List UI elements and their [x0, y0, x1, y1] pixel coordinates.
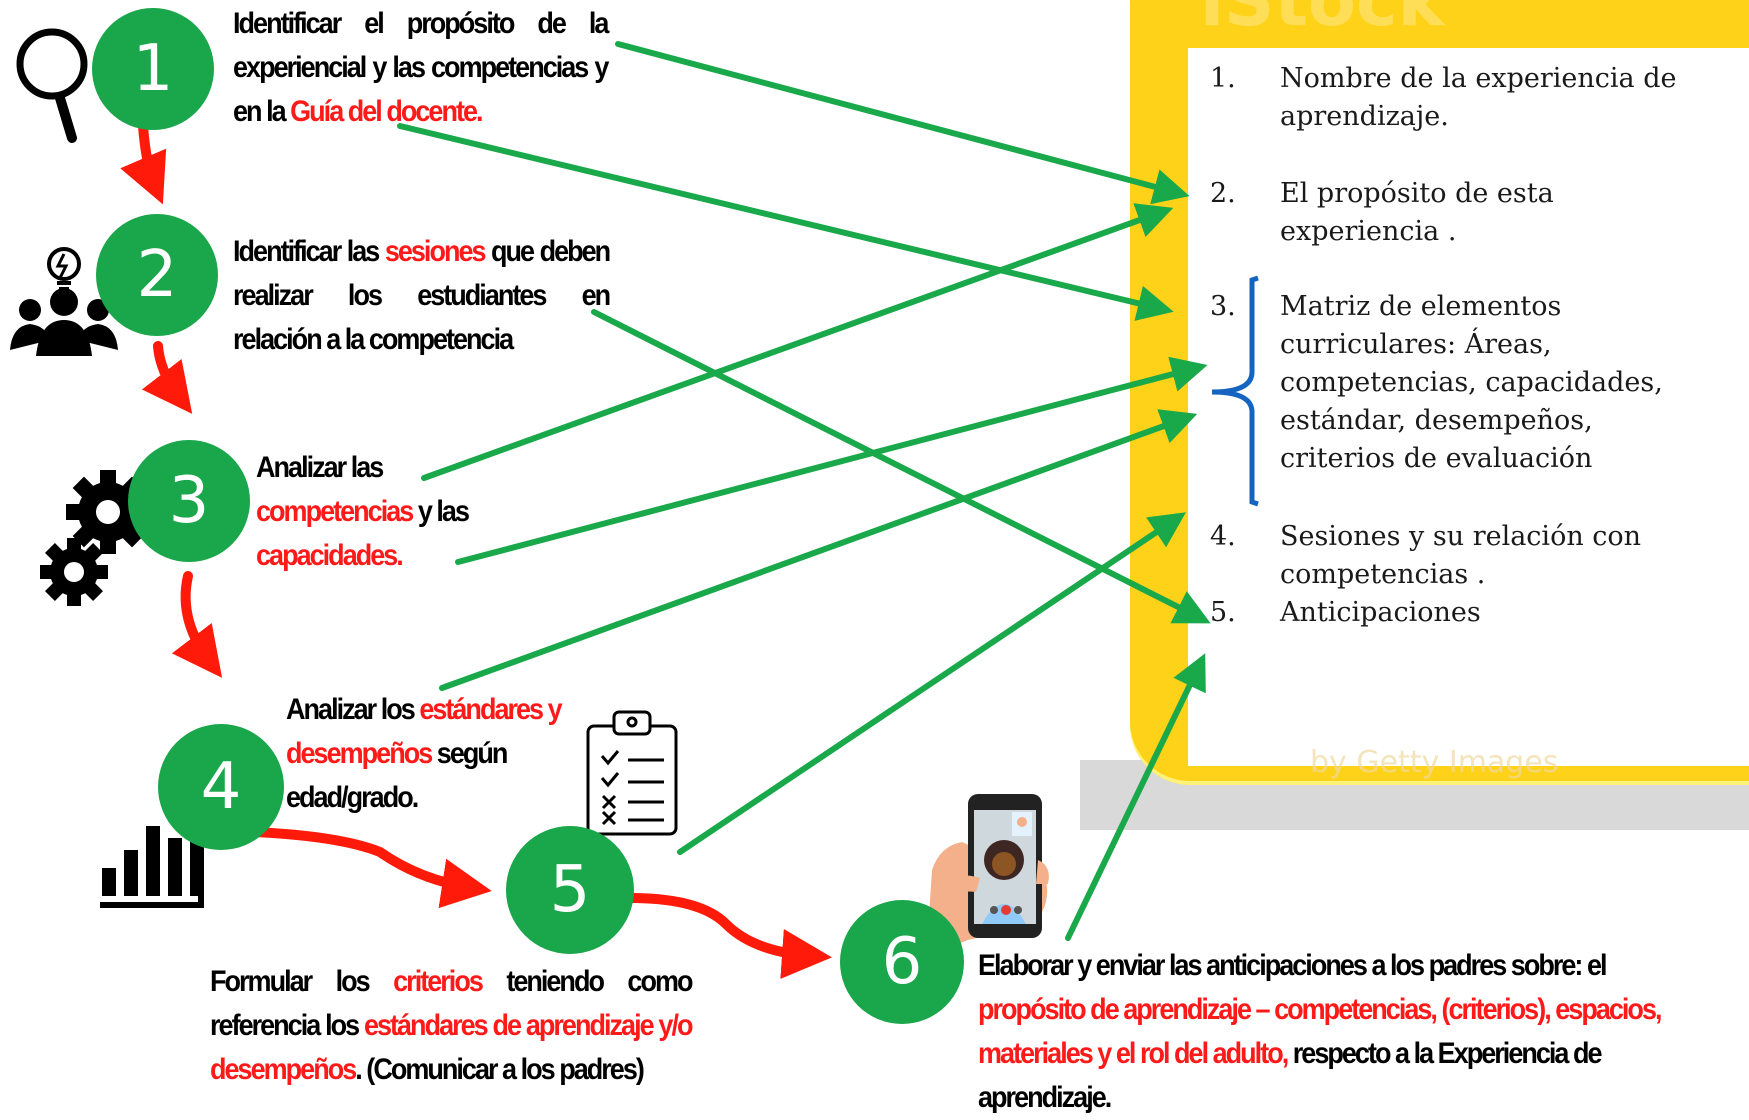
step-text-part: Elaborar y enviar las anticipaciones a l… — [978, 949, 1607, 982]
board-list: 1. Nombre de la experiencia de aprendiza… — [1210, 60, 1740, 660]
curly-bracket — [1211, 275, 1259, 507]
step-4-circle: 4 — [158, 724, 284, 850]
arrow-step3-to-step4 — [171, 571, 223, 678]
arrow-step2-to-step3 — [141, 341, 193, 414]
step-number: 5 — [549, 853, 591, 927]
board-item-text: Matriz de elementos curriculares: Áreas,… — [1280, 291, 1663, 474]
step-text-highlight: estándares y desempeños — [286, 693, 563, 770]
arrow-step5-to-item4 — [677, 512, 1186, 855]
step-text-part: Analizar las — [256, 451, 384, 484]
step-text-part: Identificar las — [233, 235, 385, 268]
gears-icon — [40, 470, 150, 606]
step-1-circle: 1 — [92, 8, 214, 130]
step-text-highlight: capacidades. — [256, 539, 404, 572]
arrow-step3-to-matrix — [455, 356, 1208, 565]
step-number: 6 — [881, 925, 923, 999]
step-text-highlight: Guía del docente. — [290, 95, 483, 128]
step-text-part: . (Comunicar a los padres) — [355, 1053, 645, 1086]
board-item-text: El propósito de esta experiencia . — [1280, 178, 1554, 247]
step-text-part: y las — [412, 495, 470, 528]
step-number: 1 — [132, 32, 174, 106]
arrow-step5-to-step6 — [625, 893, 832, 979]
arrow-step6-to-item5 — [1065, 653, 1206, 941]
arrow-step2-to-item5 — [591, 309, 1211, 624]
step-2-circle: 2 — [96, 214, 218, 336]
step-text-part: teniendo como referencia los — [210, 965, 693, 1042]
step-text-highlight: sesiones — [384, 235, 487, 268]
watermark: iStock — [1200, 0, 1749, 80]
arrow-step1-to-item2 — [615, 41, 1190, 205]
arrow-step1-to-step2 — [120, 121, 167, 205]
step-3-text: Analizar las competencias y las capacida… — [256, 446, 499, 578]
step-text-part: que deben realizar los estudiantes en re… — [233, 235, 611, 356]
arrow-step4-to-matrix — [439, 409, 1198, 691]
step-text-highlight: propósito de aprendizaje – competencias,… — [978, 993, 1662, 1070]
step-text-part: Identificar el propósito de la experienc… — [233, 7, 609, 128]
step-text-highlight: competencias — [256, 495, 414, 528]
step-number: 3 — [168, 464, 210, 538]
watermark-byline: by Getty Images — [1310, 745, 1559, 780]
board-item-text: Anticipaciones — [1280, 597, 1481, 628]
step-1-text: Identificar el propósito de la experienc… — [233, 2, 609, 134]
magnifier-icon — [16, 28, 88, 143]
board-item-number: 3. — [1210, 291, 1236, 322]
board-item-text: Sesiones y su relación con competencias … — [1280, 521, 1642, 590]
board-item-number: 4. — [1210, 521, 1236, 552]
people-idea-icon — [10, 247, 118, 356]
step-3-circle: 3 — [128, 440, 250, 562]
step-text-part: según edad/grado. — [286, 737, 508, 814]
board-item-number: 2. — [1210, 178, 1236, 209]
step-text-highlight: criterios — [393, 965, 484, 998]
arrow-step1-to-item3 — [397, 123, 1174, 321]
board-item-number: 5. — [1210, 597, 1236, 628]
board-item-text: Nombre de la experiencia de aprendizaje. — [1280, 63, 1677, 132]
step-5-circle: 5 — [506, 826, 634, 954]
arrow-step4-to-step5 — [249, 827, 492, 909]
step-number: 4 — [200, 750, 242, 824]
step-text-part: Analizar los — [286, 693, 420, 726]
step-6-circle: 6 — [840, 900, 964, 1024]
step-5-text: Formular los criterios teniendo como ref… — [210, 960, 693, 1092]
step-6-text: Elaborar y enviar las anticipaciones a l… — [978, 944, 1694, 1120]
step-number: 2 — [136, 238, 178, 312]
watermark-logo: iStock — [1200, 0, 1445, 42]
step-text-part: Formular los — [210, 965, 394, 998]
step-text-highlight: estándares de aprendizaje y/o desempeños — [210, 1009, 693, 1086]
step-4-text: Analizar los estándares y desempeños seg… — [286, 688, 583, 820]
clipboard-checklist-icon — [586, 710, 678, 836]
board-item-number: 1. — [1210, 63, 1236, 94]
arrow-step3-to-item2 — [421, 203, 1174, 481]
step-2-text: Identificar las sesiones que deben reali… — [233, 230, 611, 362]
board-panel — [1188, 48, 1749, 766]
